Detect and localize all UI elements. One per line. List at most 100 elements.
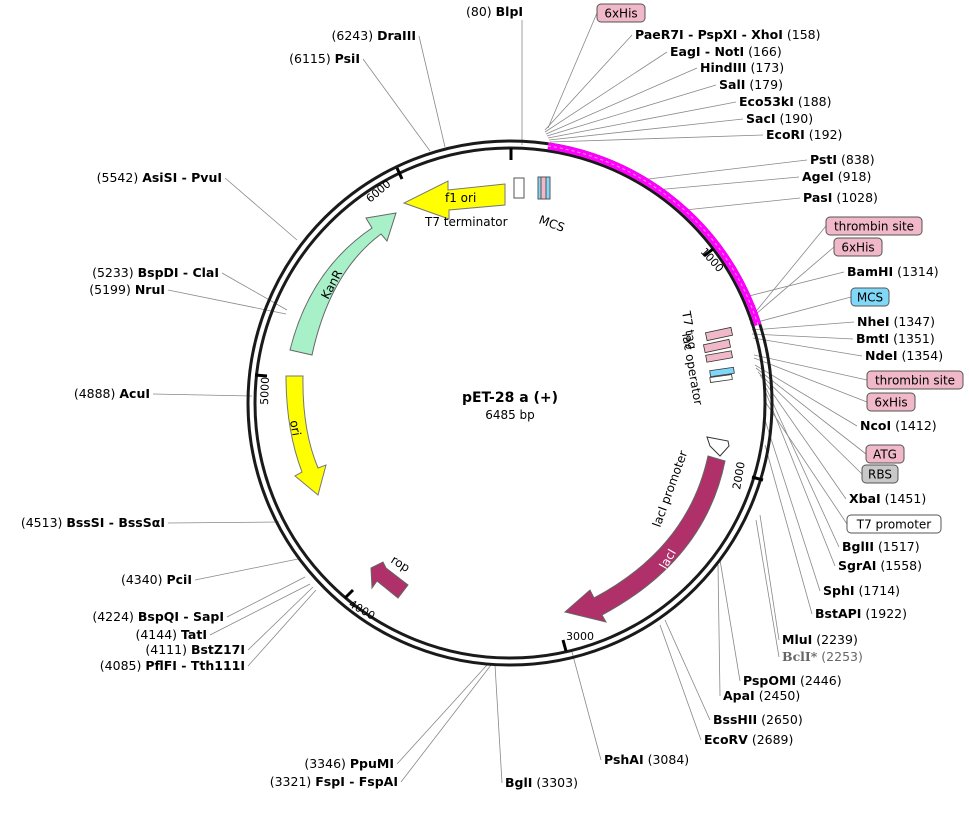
mcs-feature-label: MCS [537,213,567,235]
site-label-mlui: MluI (2239) [782,632,858,647]
tag-box-text: T7 promoter [856,518,932,532]
ori-label: ori [287,419,303,437]
site-name: PasI [803,190,832,205]
site-position: (3346) [304,756,350,771]
site-label-pspomi: PspOMI (2446) [743,673,842,688]
site-label-bstz17i: (4111) BstZ17I [145,642,245,657]
left-site-labels: (6243) DraIII(6115) PsiI(5542) AsiSI - P… [21,4,523,789]
site-position: (2446) [796,673,842,688]
site-name: NcoI [860,418,891,433]
ori-arrow [285,375,327,496]
site-label-agei: AgeI (918) [802,169,871,184]
site-position: (5542) [97,170,143,185]
his-feature-box [540,176,547,200]
site-label-bmti: BmtI (1351) [856,331,935,346]
site-label-ecori: EcoRI (192) [766,127,842,142]
tag-box-atg: ATG [865,444,905,464]
site-name: BssHII [713,712,757,727]
tag-box-text: 6xHis [874,396,907,410]
tag-box-text: 6xHis [841,241,874,255]
mcs-region-arc [547,142,762,327]
site-label-bamhi: BamHI (1314) [847,264,939,279]
site-label-ppumi: (3346) PpuMI [304,756,394,771]
plasmid-name: pET-28 a (+) [462,390,558,406]
site-name: PspOMI [743,673,796,688]
site-position: (6243) [332,28,378,43]
site-name: BglII [842,539,874,554]
site-name: NruI [135,282,165,297]
site-label-apai: ApaI (2450) [723,688,800,703]
site-label-ecorv: EcoRV (2689) [704,732,793,747]
site-position: (192) [805,127,843,142]
site-position: (5233) [92,265,138,280]
site-label-sali: SalI (179) [719,77,783,92]
site-position: (4340) [121,572,167,587]
site-position: (4144) [135,627,181,642]
site-label-sphi: SphI (1714) [823,583,900,598]
tag-box-text: MCS [857,291,883,305]
site-label-tati: (4144) TatI [135,627,207,642]
site-name: XbaI [849,491,881,506]
site-name: ApaI [723,688,755,703]
t7-terminator-label: T7 terminator [424,215,508,229]
site-position: (1028) [832,190,878,205]
scale-ticks [254,148,764,652]
site-name: MluI [782,632,812,647]
site-label-bcli: BclI* (2253) [782,649,863,664]
site-position: (4513) [21,515,67,530]
tag-box-text: RBS [868,468,892,482]
kanr-arrow [289,212,397,356]
site-name: BlpI [496,4,523,19]
site-name: PflFI - Tth111I [145,658,245,673]
site-position: (3321) [270,774,316,789]
rop-label: rop [388,553,412,575]
site-position: (4888) [74,386,120,401]
site-position: (2239) [812,632,858,647]
site-name: SgrAI [838,558,876,573]
site-label-nrui: (5199) NruI [89,282,165,297]
site-name: PciI [166,572,192,587]
site-position: (188) [794,94,832,109]
tag-box-text: thrombin site [834,220,914,234]
site-name: SacI [746,111,776,126]
t7-terminator-box [513,177,525,199]
site-name: BstZ17I [191,642,245,657]
site-position: (4085) [100,658,146,673]
tag-box-6xhis: 6xHis [596,3,646,23]
site-name: BspDI - ClaI [138,265,219,280]
site-label-fspi-fspai: (3321) FspI - FspAI [270,774,398,789]
site-position: (1922) [861,606,907,621]
tick-label-5000: 5000 [258,377,272,405]
site-name: PstI [810,152,837,167]
site-label-ndei: NdeI (1354) [865,348,943,363]
f1-ori-arrow [402,180,506,220]
site-position: (2450) [755,688,801,703]
site-position: (166) [744,44,782,59]
site-position: (1351) [889,331,935,346]
site-label-blpi: (80) BlpI [466,4,523,19]
site-position: (6115) [289,51,335,66]
tag-box-mcs: MCS [850,287,890,307]
site-label-bglii: BglII (1517) [842,539,920,554]
tick-label-3000: 3000 [566,630,594,643]
site-label-psti: PstI (838) [810,152,875,167]
site-label-pflfi-tth111i: (4085) PflFI - Tth111I [100,658,245,673]
site-position: (158) [783,27,821,42]
right-site-labels: PaeR7I - PspXI - XhoI (158) EagI - NotI (… [505,27,943,790]
site-position: (2253) [817,649,863,664]
site-label-paer7i-pspxi-xhoi: PaeR7I - PspXI - XhoI (158) [635,27,820,42]
site-position: (1517) [874,539,920,554]
tick-label-2000: 2000 [730,461,748,491]
tag-box-rbs: RBS [861,464,899,484]
plasmid-size: 6485 bp [485,408,535,422]
site-label-bsssi-bsss-i: (4513) BssSI - BssSαI [21,515,165,530]
site-label-eagi-noti: EagI - NotI (166) [670,44,782,59]
leader-lines [152,12,868,784]
tag-box-text: 6xHis [604,7,637,21]
site-label-xbai: XbaI (1451) [849,491,926,506]
site-name: NdeI [865,348,898,363]
site-name: SalI [719,77,745,92]
site-label-bspdi-clai: (5233) BspDI - ClaI [92,265,219,280]
rop-arrow [370,561,409,599]
